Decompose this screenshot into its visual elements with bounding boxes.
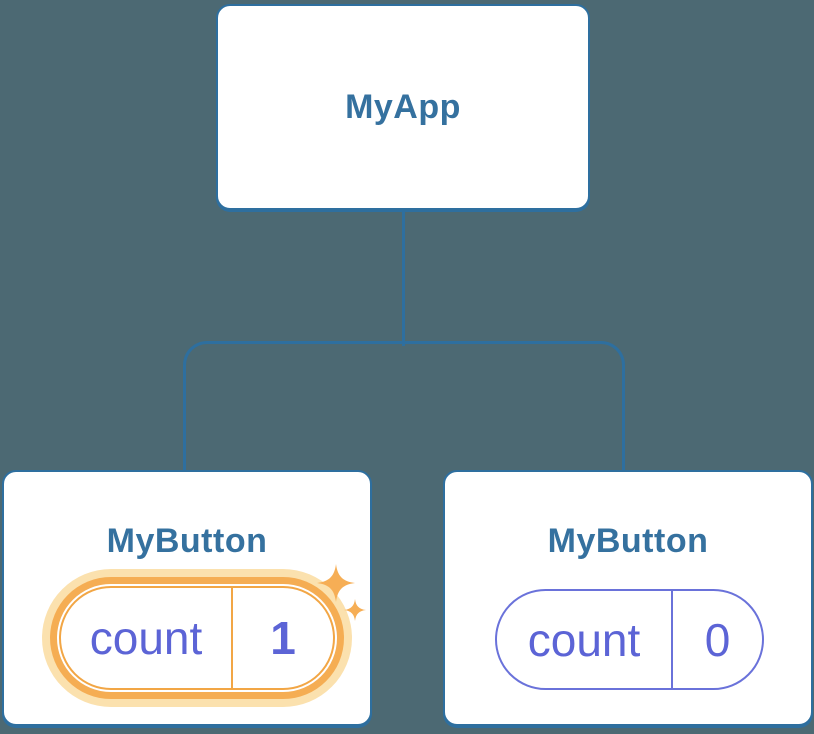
sparkle-small-icon (344, 599, 366, 621)
app-component-label: MyApp (345, 87, 461, 126)
state-value: 0 (704, 613, 731, 666)
state-value-cell: 1 (233, 588, 333, 688)
connector-stem-line (402, 210, 405, 346)
count-state-pill: count 0 (495, 589, 764, 690)
state-key-label: count (527, 613, 641, 666)
count-state-pill-active: count 1 (59, 586, 335, 690)
state-key-label: count (89, 612, 203, 664)
my-button-label-active: MyButton (106, 522, 268, 560)
state-value-cell: 0 (673, 591, 762, 688)
my-button-card: MyButton count 0 (443, 470, 813, 726)
state-key-cell: count (61, 588, 233, 688)
connector-branch-lines (183, 341, 625, 470)
app-component-card: MyApp (216, 4, 590, 210)
sparkle-large-icon (317, 564, 355, 602)
state-value: 1 (270, 612, 296, 664)
state-key-cell: count (497, 591, 673, 688)
my-button-card-active: MyButton count 1 (2, 470, 372, 726)
my-button-label: MyButton (547, 522, 709, 560)
